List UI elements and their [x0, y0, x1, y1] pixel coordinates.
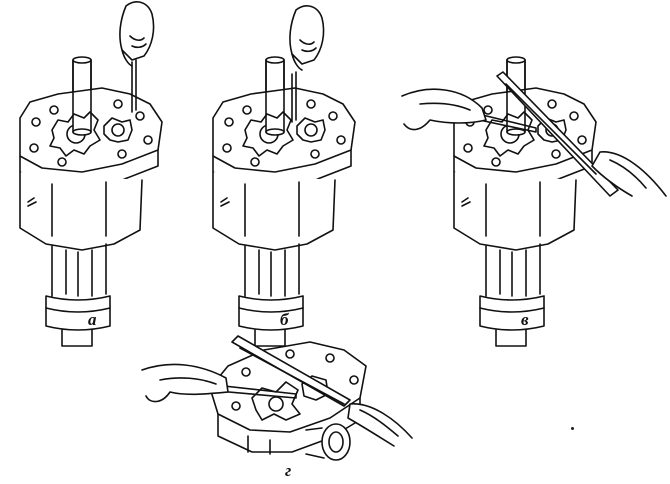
hand-icon [289, 5, 325, 71]
hand-icon [347, 403, 413, 447]
feeler-gauge-icon [469, 111, 537, 133]
hand-icon [119, 1, 155, 67]
feeler-gauge-icon [131, 59, 137, 113]
panel-label-a: а [88, 310, 97, 329]
panel-label-g: г [285, 461, 292, 480]
panel-label-b: б [280, 310, 289, 329]
hand-icon [141, 363, 229, 403]
stray-dot [571, 427, 574, 430]
hand-icon [401, 88, 487, 131]
panel-label-v: в [521, 310, 529, 329]
pump-panel-b [212, 56, 356, 347]
feeler-gauge-icon [205, 383, 297, 399]
pump-panel-a [19, 56, 163, 347]
feeler-gauge-icon [291, 71, 297, 123]
hand-icon [591, 151, 667, 197]
